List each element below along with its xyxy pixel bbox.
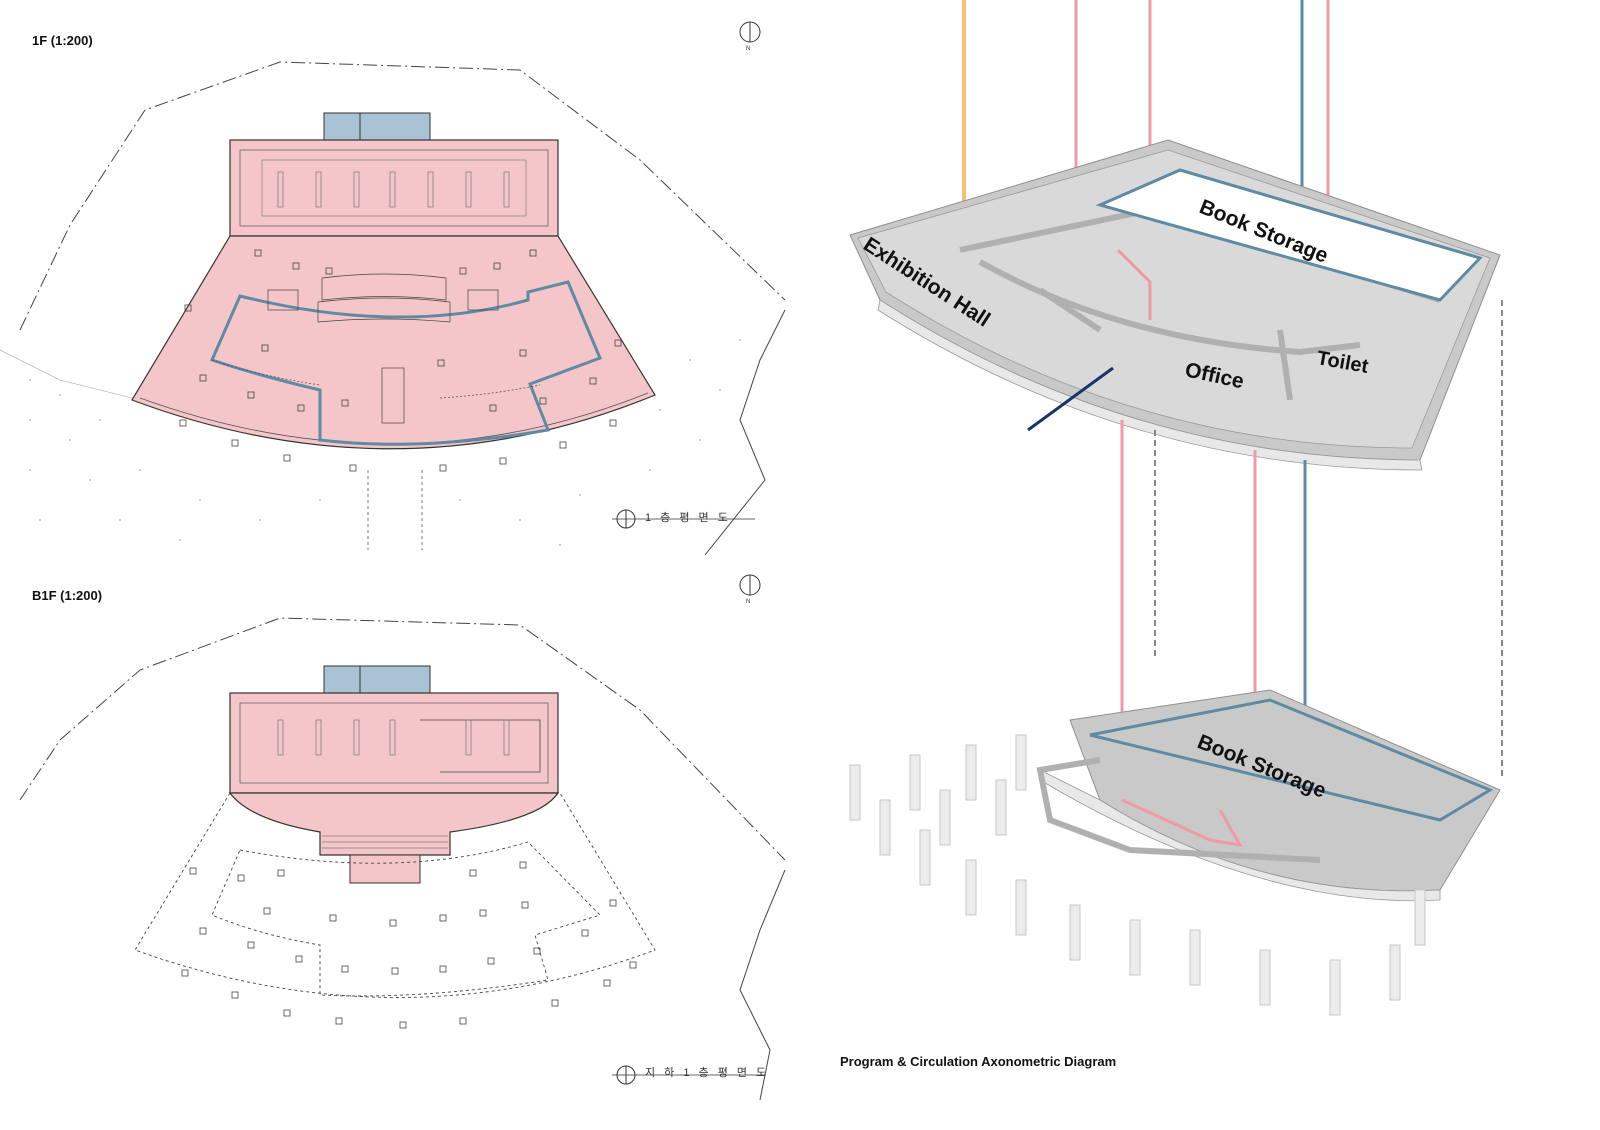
site-edge <box>0 349 141 401</box>
main-hall <box>131 235 656 450</box>
axonometric-diagram: Exhibition Hall Book Storage Office Toil… <box>849 0 1503 1016</box>
north-label-b1f: N <box>746 599 750 605</box>
site-boundary <box>19 61 786 331</box>
site-edge-right-b1f <box>739 869 786 1101</box>
plan-marker-icon <box>612 509 755 529</box>
rear-block <box>229 139 559 237</box>
plan-1f: N <box>0 21 786 556</box>
rear-block-b1f <box>229 692 559 794</box>
plan-b1f-korean-label: 지 하 1 층 평 면 도 <box>645 1067 770 1079</box>
front-arc-b1f <box>228 792 560 856</box>
upper-footprint <box>134 792 656 998</box>
circulation-loop-1f <box>209 280 602 446</box>
landscape-hatch <box>29 339 741 546</box>
pilotis-columns <box>849 734 1426 1016</box>
book-storage-lower-frame <box>1089 698 1494 822</box>
plan-b1f: N <box>19 574 786 1101</box>
axon-caption: Program & Circulation Axonometric Diagra… <box>840 1054 1117 1069</box>
north-arrow-b1f-icon: N <box>739 574 761 605</box>
core-stair <box>323 112 431 141</box>
north-label: N <box>746 46 750 52</box>
plan-marker-b1f-icon <box>612 1065 765 1085</box>
navy-entry-line <box>1027 366 1114 432</box>
plan-b1f-title: B1F (1:200) <box>32 588 103 603</box>
plan-1f-korean-label: 1 층 평 면 도 <box>645 512 731 524</box>
book-storage-upper-frame <box>1095 168 1483 302</box>
site-boundary-b1f <box>19 617 786 861</box>
north-arrow-icon: N <box>739 21 761 52</box>
plan-1f-title: 1F (1:200) <box>32 33 93 48</box>
site-edge-right <box>704 309 786 556</box>
